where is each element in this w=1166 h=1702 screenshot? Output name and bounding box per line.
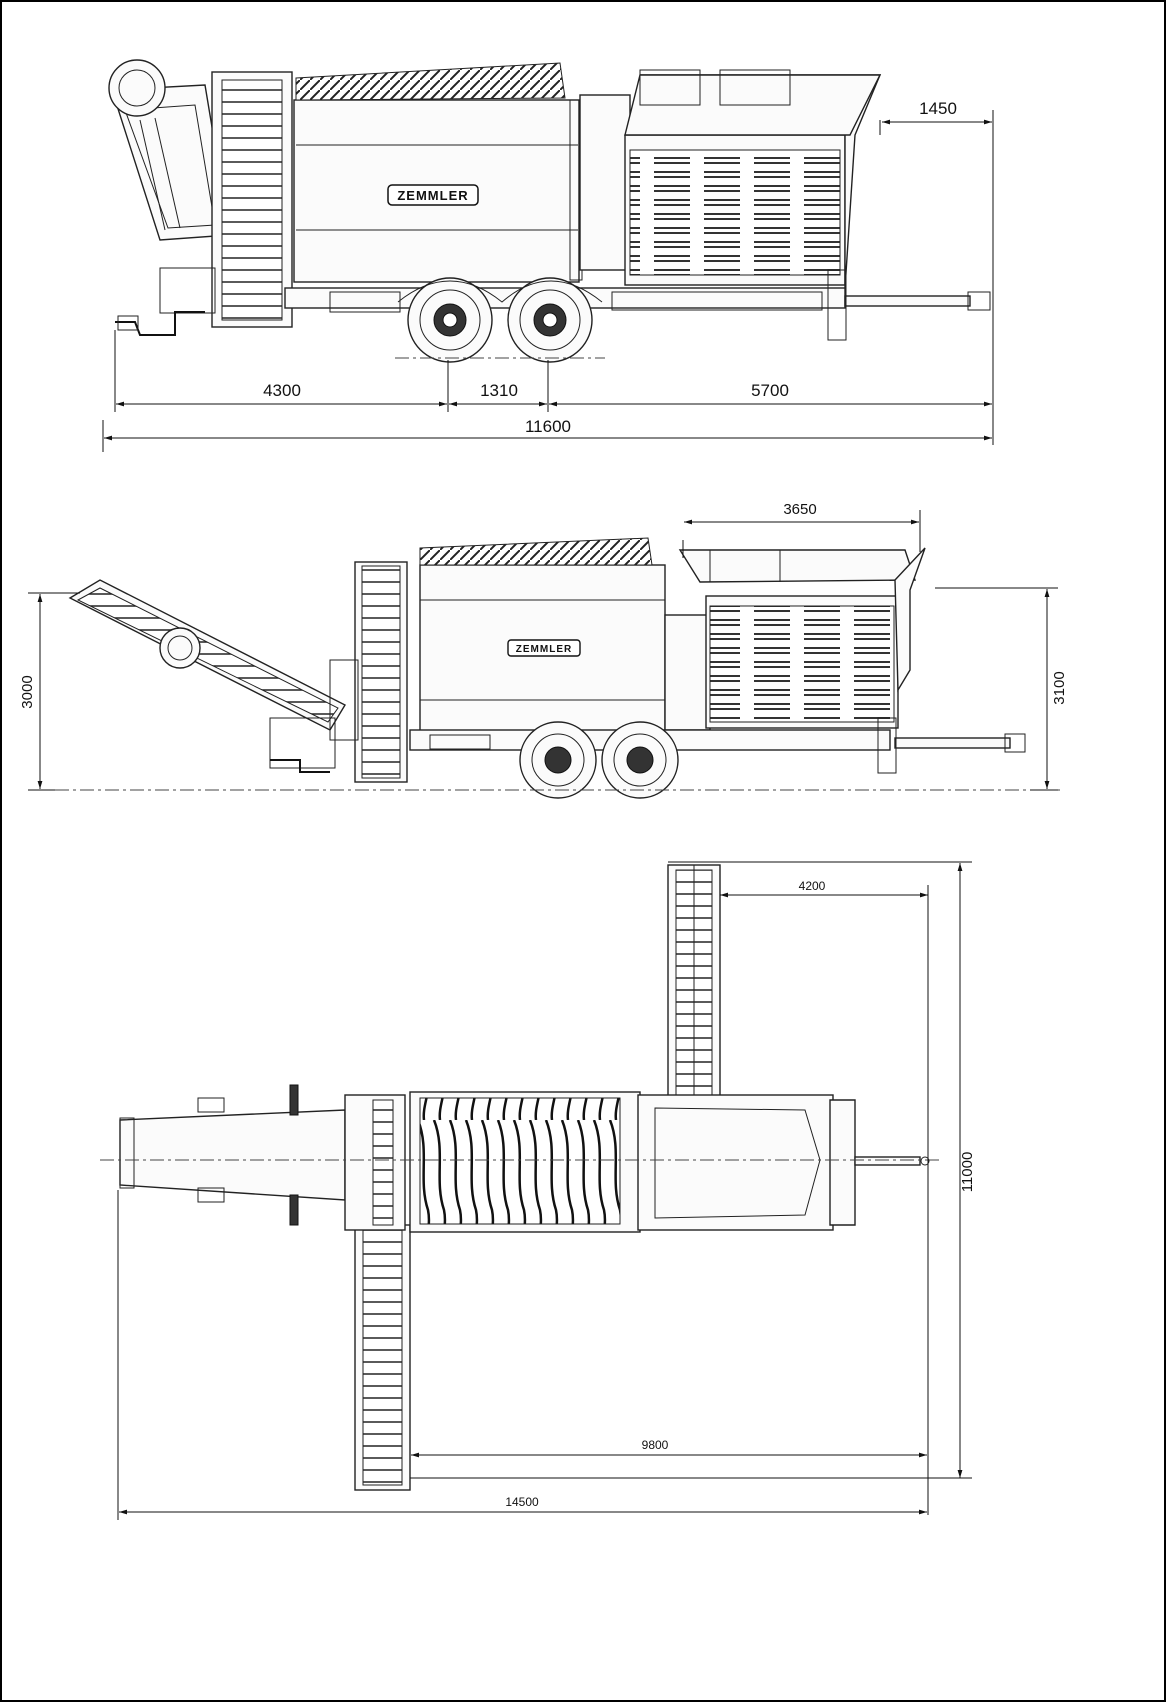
wheel-working-rear (601, 721, 679, 799)
brand-logo: ZEMMLER (387, 184, 479, 206)
dim-height-left: 3000 (19, 675, 36, 708)
hopper-top (637, 1094, 834, 1231)
drum-cover (295, 62, 566, 101)
wheel-front (407, 277, 493, 363)
wheel-rear (507, 277, 593, 363)
side-conveyor-lower (354, 1224, 411, 1491)
dim-axle-spacing: 1310 (480, 381, 518, 400)
dim-overall-width: 11000 (959, 1152, 976, 1193)
dimensions-transport: 1450 4300 1310 5700 11600 (102, 99, 994, 452)
dim-height-right: 3100 (1051, 671, 1068, 704)
dim-front-to-axle: 4300 (263, 381, 301, 400)
top-view: 4200 11000 9800 14500 (100, 861, 976, 1520)
dim-overall-length: 11600 (525, 417, 571, 436)
dimensions-top: 4200 11000 9800 14500 (117, 861, 976, 1520)
dim-top-overall-length: 14500 (505, 1495, 539, 1509)
side-view-working: ZEMMLER 3650 (19, 501, 1068, 799)
folded-conveyor (108, 59, 231, 241)
dim-side-conveyor-offset: 4200 (799, 879, 826, 893)
dim-hopper-length: 3650 (783, 501, 816, 518)
dim-side-conveyor-reach: 9800 (642, 1438, 669, 1452)
side-view-transport: ZEMMLER (102, 59, 994, 452)
drawbar (844, 295, 971, 307)
side-conveyor-upper (667, 864, 721, 1101)
dim-axle-to-rear: 5700 (751, 381, 789, 400)
main-conveyor-top (119, 1097, 346, 1203)
brand-logo-2: ZEMMLER (507, 639, 581, 657)
dim-hopper-overhang: 1450 (919, 99, 957, 118)
brand-text: ZEMMLER (397, 188, 468, 203)
brand-text-2: ZEMMLER (516, 644, 572, 655)
dimensions-working: 3650 3000 3100 (19, 501, 1068, 791)
discharge-conveyor (68, 579, 346, 731)
wheel-working-front (519, 721, 597, 799)
